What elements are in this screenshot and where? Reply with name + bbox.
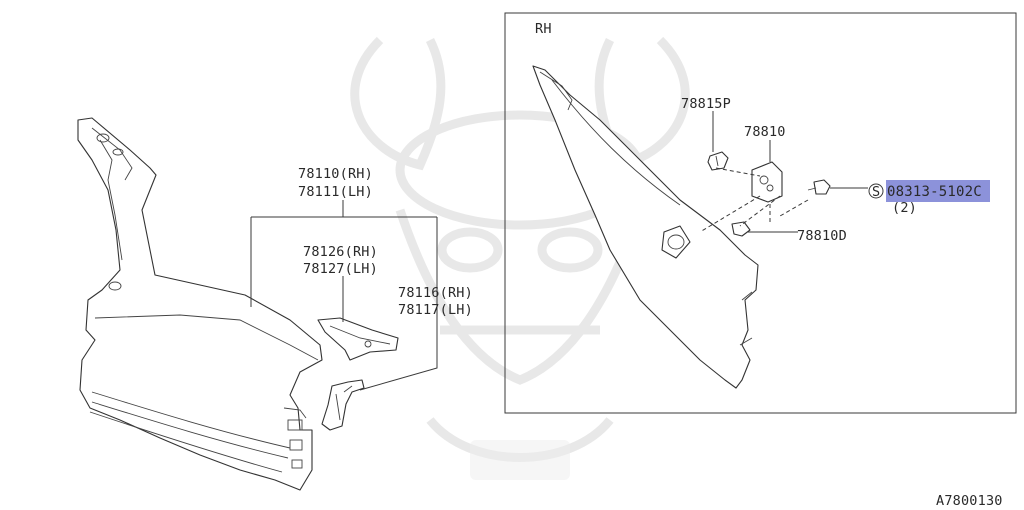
label-quarter-panel-rh: 78110(RH) (298, 166, 373, 182)
detail-frame (504, 12, 1017, 414)
label-bracket-lh: 78117(LH) (398, 302, 473, 318)
label-fuel-lid: 78810 (744, 124, 786, 140)
label-screw-part[interactable]: 08313-5102C (887, 184, 982, 200)
label-clip: 78815P (681, 96, 731, 112)
label-screw-qty: (2) (892, 200, 917, 216)
clip-part (707, 151, 729, 171)
screw-part-highlight (886, 180, 990, 202)
screw-callout[interactable]: S 08313-5102C (2) (868, 180, 990, 216)
label-inner-panel-rh: 78126(RH) (303, 244, 378, 260)
label-bracket-rh: 78116(RH) (398, 285, 473, 301)
fuel-lid-part (751, 161, 783, 203)
left-leader-lines (250, 200, 438, 391)
watermark-emblem (350, 36, 690, 480)
right-leader-lines (699, 111, 868, 233)
bumper-part (731, 221, 751, 237)
screw-prefix: S (872, 184, 880, 200)
label-quarter-panel-lh: 78111(LH) (298, 184, 373, 200)
screw-part (807, 179, 831, 195)
rear-panel-detail (532, 65, 759, 389)
inner-panel (317, 317, 399, 361)
standard-part-icon (868, 183, 884, 199)
quarter-panel (77, 117, 323, 491)
bracket (321, 379, 365, 431)
figure-code: A7800130 (936, 493, 1003, 509)
label-bumper: 78810D (797, 228, 847, 244)
side-label: RH (535, 21, 552, 37)
label-inner-panel-lh: 78127(LH) (303, 261, 378, 277)
